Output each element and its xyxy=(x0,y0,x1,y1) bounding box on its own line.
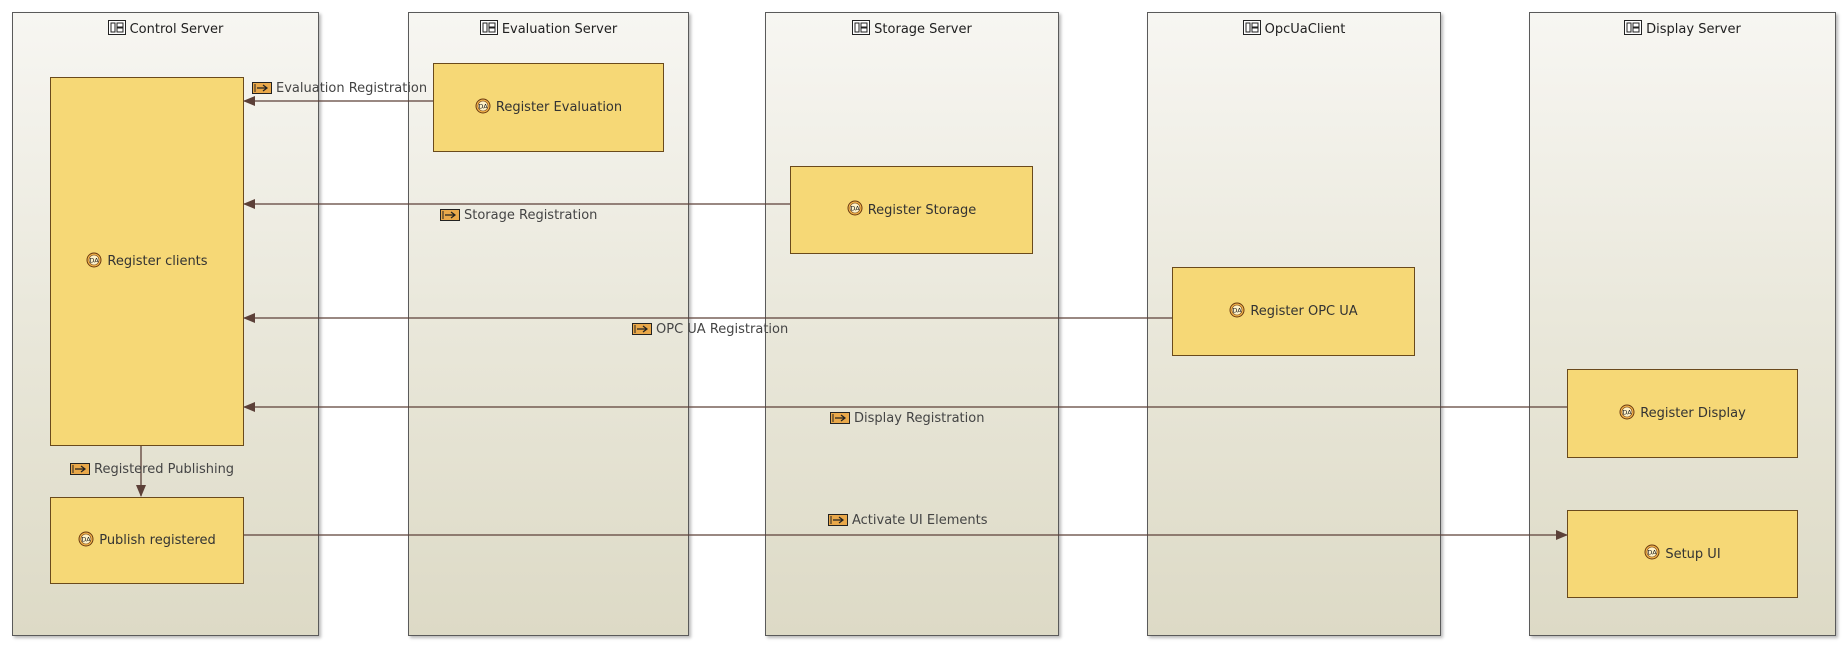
task-icon: DA xyxy=(475,98,491,118)
event-icon xyxy=(830,412,850,428)
task-icon: DA xyxy=(78,531,94,551)
event-label-evaluation-registration: Evaluation Registration xyxy=(252,81,427,98)
task-icon: DA xyxy=(847,200,863,220)
svg-text:DA: DA xyxy=(90,256,100,264)
task-icon: DA xyxy=(1229,302,1245,322)
task-register-clients[interactable]: DA Register clients xyxy=(50,77,244,446)
task-register-evaluation[interactable]: DA Register Evaluation xyxy=(433,63,664,152)
svg-text:DA: DA xyxy=(850,204,860,212)
lane-title-display-server: Display Server xyxy=(1646,22,1741,37)
task-register-storage[interactable]: DA Register Storage xyxy=(790,166,1033,254)
svg-text:DA: DA xyxy=(1233,306,1243,314)
task-label: Register clients xyxy=(107,254,208,269)
task-icon: DA xyxy=(86,252,102,272)
node-icon xyxy=(479,20,498,39)
task-setup-ui[interactable]: DA Setup UI xyxy=(1567,510,1798,598)
event-label-activate-ui-elements: Activate UI Elements xyxy=(828,513,987,530)
task-icon: DA xyxy=(1619,404,1635,424)
lane-storage-server: Storage Server xyxy=(765,12,1059,636)
lane-title-storage-server: Storage Server xyxy=(874,22,972,37)
task-register-display[interactable]: DA Register Display xyxy=(1567,369,1798,458)
event-icon xyxy=(252,82,272,98)
node-icon xyxy=(1242,20,1261,39)
event-icon xyxy=(70,463,90,479)
event-label-opc-ua-registration: OPC UA Registration xyxy=(632,322,788,339)
svg-text:DA: DA xyxy=(1648,548,1658,556)
svg-text:DA: DA xyxy=(82,535,92,543)
svg-text:DA: DA xyxy=(1623,408,1633,416)
task-label: Register OPC UA xyxy=(1250,304,1358,319)
svg-text:DA: DA xyxy=(478,102,488,110)
event-icon xyxy=(632,323,652,339)
task-label: Register Storage xyxy=(867,202,977,218)
node-icon xyxy=(852,20,871,39)
lane-title-evaluation-server: Evaluation Server xyxy=(501,22,618,37)
event-label-display-registration: Display Registration xyxy=(830,411,984,428)
task-label: Setup UI xyxy=(1665,546,1721,562)
event-icon xyxy=(440,209,460,225)
node-icon xyxy=(107,20,126,39)
event-label-registered-publishing: Registered Publishing xyxy=(70,462,234,479)
task-register-opc-ua[interactable]: DA Register OPC UA xyxy=(1172,267,1415,356)
task-icon: DA xyxy=(1644,544,1660,564)
event-label-storage-registration: Storage Registration xyxy=(440,208,597,225)
lane-title-opcuaclient: OpcUaClient xyxy=(1264,22,1346,37)
task-label: Register Evaluation xyxy=(495,100,623,115)
task-label: Publish registered xyxy=(99,533,216,548)
lane-title-control-server: Control Server xyxy=(129,22,224,37)
task-publish-registered[interactable]: DA Publish registered xyxy=(50,497,244,584)
node-icon xyxy=(1624,20,1643,39)
event-icon xyxy=(828,514,848,530)
task-label: Register Display xyxy=(1640,406,1746,421)
